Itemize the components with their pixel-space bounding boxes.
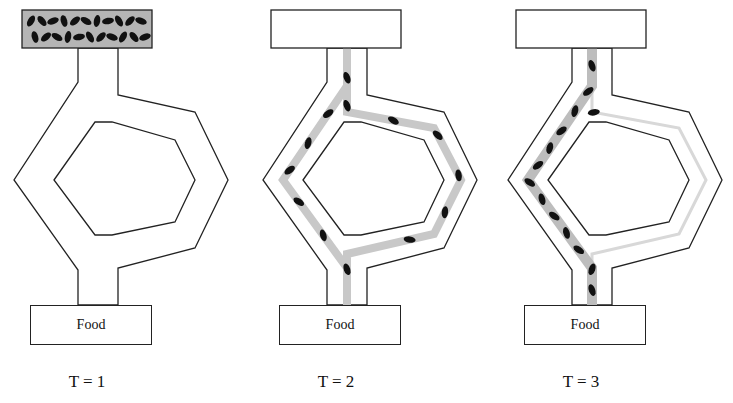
food-box: Food xyxy=(30,305,152,345)
ant xyxy=(531,159,544,171)
ant xyxy=(68,15,81,28)
ant xyxy=(138,32,151,42)
pheromone-trail xyxy=(592,48,706,305)
ant xyxy=(292,196,306,208)
ant xyxy=(572,244,586,256)
time-label: T = 2 xyxy=(296,372,376,392)
nest-box xyxy=(22,10,152,48)
box-text: Food xyxy=(326,317,355,333)
ant xyxy=(562,226,571,239)
pheromone-trail xyxy=(347,48,461,305)
maze-panel xyxy=(263,10,477,305)
ant xyxy=(113,14,125,28)
ant xyxy=(321,108,334,120)
ant xyxy=(102,17,115,25)
ant xyxy=(387,115,401,127)
nest-box xyxy=(516,10,646,48)
ant xyxy=(547,210,561,222)
ant xyxy=(587,263,597,276)
maze-corridor xyxy=(508,48,722,305)
box-text: Food xyxy=(571,317,600,333)
ant xyxy=(84,30,96,44)
ant xyxy=(128,30,141,43)
ant xyxy=(46,16,59,26)
food-box: Food xyxy=(524,305,646,345)
ant xyxy=(64,31,72,44)
ant xyxy=(283,164,296,176)
ant xyxy=(117,30,129,44)
ant xyxy=(441,206,449,219)
ant xyxy=(523,176,537,188)
ant xyxy=(304,137,313,150)
ant xyxy=(50,31,64,43)
ant xyxy=(403,236,416,244)
ant xyxy=(545,141,554,154)
ant xyxy=(30,30,39,43)
ant xyxy=(587,108,600,116)
ant xyxy=(342,263,352,276)
time-label: T = 1 xyxy=(47,372,127,392)
pheromone-trail xyxy=(528,48,592,305)
ant xyxy=(79,15,93,27)
ant xyxy=(94,30,107,43)
box-text: Food xyxy=(77,317,106,333)
ant xyxy=(455,169,463,182)
food-box: Food xyxy=(279,305,401,345)
ant xyxy=(570,105,579,118)
ant xyxy=(342,99,352,112)
ant xyxy=(555,125,568,137)
ant xyxy=(431,129,444,142)
pheromone-trail xyxy=(283,48,347,305)
nest-box xyxy=(271,10,401,48)
ant xyxy=(319,229,328,242)
ant xyxy=(73,33,86,41)
ant xyxy=(39,31,52,44)
ant xyxy=(587,283,597,296)
time-label: T = 3 xyxy=(541,372,621,392)
maze-panel xyxy=(14,10,228,305)
maze-corridor xyxy=(263,48,477,305)
ant xyxy=(36,14,49,27)
maze-corridor xyxy=(14,48,228,305)
ant xyxy=(134,16,147,26)
ant xyxy=(587,59,597,72)
ant xyxy=(582,85,595,97)
maze-panel xyxy=(508,10,722,305)
ant xyxy=(59,14,68,27)
ant xyxy=(93,15,101,28)
ant xyxy=(537,193,546,206)
ant xyxy=(105,32,118,42)
ant xyxy=(342,71,352,84)
ant xyxy=(123,14,136,27)
ant xyxy=(25,14,37,28)
